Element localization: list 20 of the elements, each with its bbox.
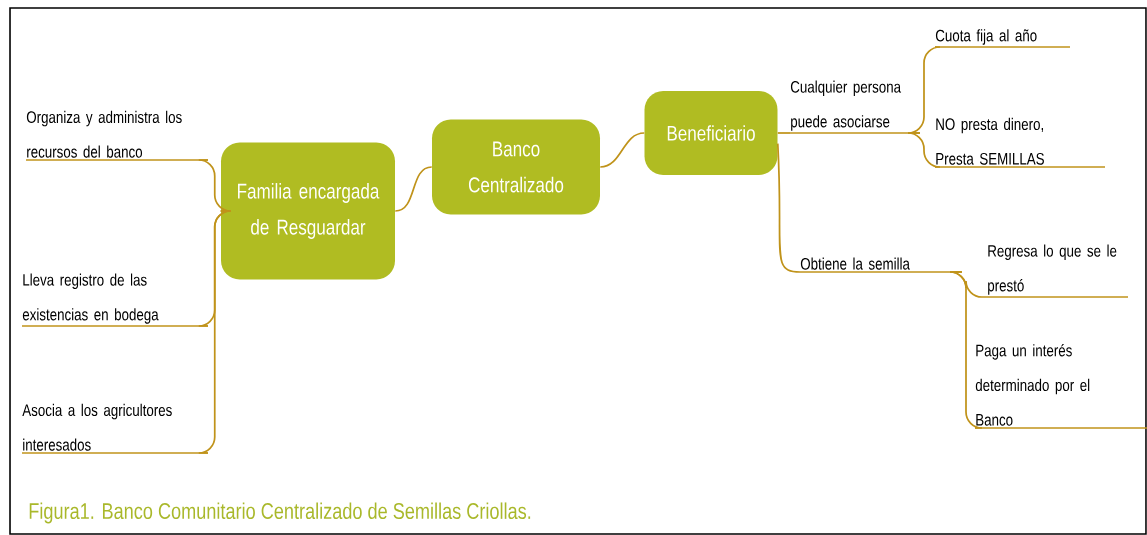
topic-box: Familia encargada de Resguardar <box>221 142 395 280</box>
branch-line <box>599 132 646 168</box>
caption: Figura1. Banco Comunitario Centralizado de Semillas Criollas. <box>29 502 531 524</box>
branch-line <box>197 210 232 454</box>
topic-box: Banco Centralizado <box>432 119 600 215</box>
underlined-text: Regresa lo que se le prestó <box>986 244 1129 298</box>
branch-line <box>776 142 801 273</box>
underlined-text: Lleva registro de las existencias en bodega <box>21 273 209 327</box>
underlined-text: Cualquier persona puede asociarse <box>789 80 921 134</box>
underlined-text: Paga un interés determinado por el Banco <box>974 343 1147 429</box>
branch-line <box>776 132 791 134</box>
branch-line <box>394 166 433 212</box>
underlined-text: Asocia a los agricultores interesados <box>21 403 209 454</box>
underlined-text: Cuota fija al año <box>934 29 1071 48</box>
underlined-text: Organiza y administra los recursos del banco <box>25 110 209 161</box>
underlined-text: Obtiene la semilla <box>799 257 963 273</box>
underlined-text: NO presta dinero, Presta SEMILLAS <box>934 117 1106 168</box>
branch-line <box>907 132 941 168</box>
branch-line <box>949 271 983 429</box>
topic-box: Beneficiario <box>644 91 778 175</box>
